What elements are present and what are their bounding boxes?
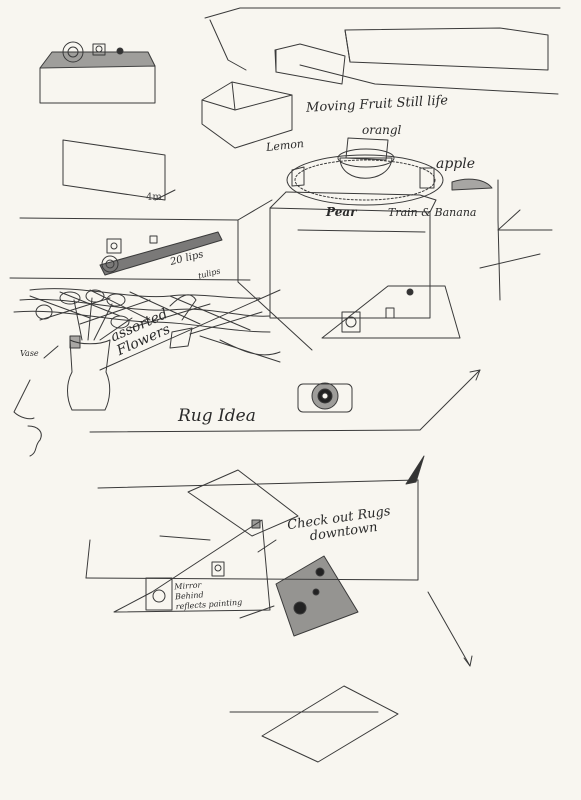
floor-circle-object <box>297 285 461 413</box>
vase-with-flowers <box>35 289 281 411</box>
train-banana-label: Train & Banana <box>388 206 477 219</box>
face-profile-doodle <box>13 379 42 457</box>
orange-label: orangl <box>362 123 402 137</box>
room-perspective-lines: 4m <box>19 7 561 351</box>
rug-idea-floorplan <box>85 369 481 667</box>
vase-label: Vase <box>20 349 39 358</box>
apple-label: apple <box>436 156 476 172</box>
fruit-still-life-pedestal <box>269 137 493 319</box>
tilted-shelf-with-objects <box>99 231 223 276</box>
svg-text:4m: 4m <box>146 192 162 203</box>
bottom-rug-diamond <box>229 685 399 763</box>
rug-idea-heading: Rug Idea <box>178 406 256 426</box>
top-left-pedestal-sketch <box>39 41 156 104</box>
pear-label: Pear <box>326 205 357 219</box>
